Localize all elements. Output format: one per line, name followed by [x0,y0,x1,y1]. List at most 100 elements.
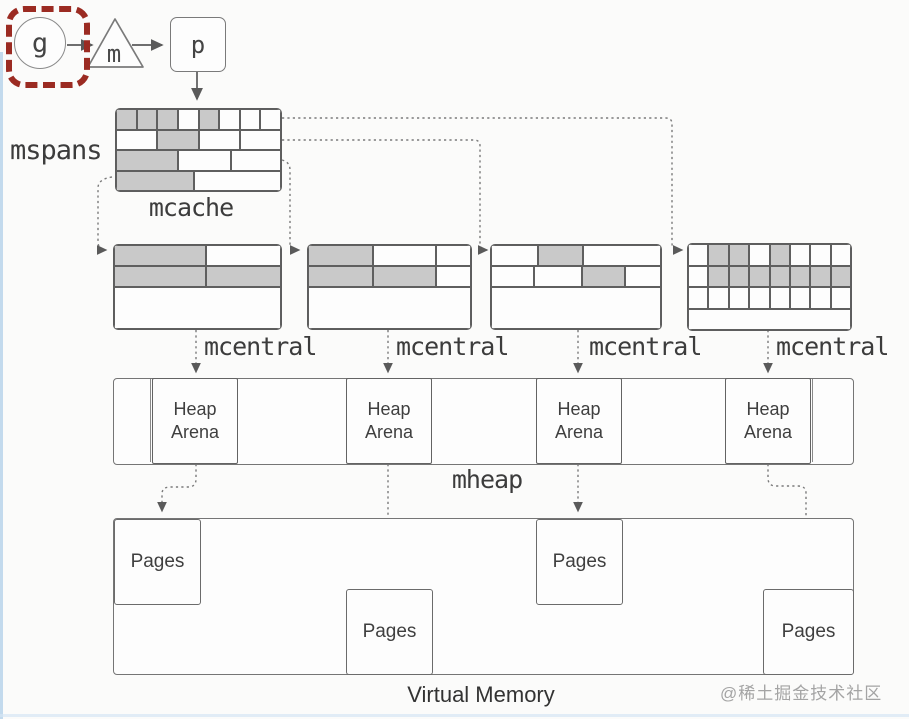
span-cell-used [114,245,206,266]
mcache-label: mcache [148,193,234,222]
span-cell-used [538,245,584,266]
heap-arena-1: Heap Arena [152,378,238,464]
span-cell-free [624,266,661,287]
mcentral-block-2 [307,244,472,330]
span-cell-used [116,109,137,130]
span-cell-free [810,287,831,309]
span-cell-free [830,244,851,266]
span-cell-free [205,245,281,266]
span-row [688,265,851,287]
span-row [116,129,281,150]
span-cell-free [728,287,750,309]
virtual-memory-box [113,518,854,675]
dashed-mcache-to-mcentral-3 [282,139,489,255]
pages-box-1: Pages [114,519,201,605]
span-cell-used [308,266,373,287]
processor-node: p [170,17,226,72]
span-cell-used [789,265,811,287]
span-row [116,109,281,130]
pages-box-2: Pages [346,589,433,675]
span-cell-used [157,109,178,130]
pages-label: Pages [362,621,417,642]
span-cell-used [198,109,220,130]
processor-label: p [190,30,206,59]
span-cell-free [789,244,811,266]
span-cell-used [582,266,625,287]
watermark: @稀土掘金技术社区 [720,684,883,703]
span-cell-free [769,287,790,309]
span-cell-free [239,109,261,130]
span-cell-used [116,150,178,171]
span-cell-used [728,244,750,266]
goroutine-label: g [31,27,49,59]
span-cell-free [194,170,281,191]
span-cell-used [114,266,206,287]
frame-edge-bottom [0,714,909,717]
heap-arena-label: Heap Arena [364,398,414,442]
span-cell-used [708,244,729,266]
span-cell-free [308,287,471,329]
span-cell-free [688,244,709,266]
span-cell-free [372,245,436,266]
span-cell-free [177,150,232,171]
span-cell-free [533,266,583,287]
span-cell-free [491,266,534,287]
span-cell-used [708,265,729,287]
span-cell-free [260,109,281,130]
span-cell-free [688,287,709,309]
span-cell-used [157,129,199,150]
span-cell-free [435,266,471,287]
frame-edge-left [0,52,3,719]
span-cell-free [435,245,471,266]
span-cell-used [136,109,158,130]
heap-arena-4: Heap Arena [725,378,811,464]
dashed-mcache-to-mcentral-4 [282,117,684,255]
pages-label: Pages [781,621,836,642]
mheap-label: mheap [451,465,523,494]
span-cell-free [114,287,281,329]
pages-box-3: Pages [536,519,623,605]
span-cell-used [830,265,851,287]
span-cell-free [749,287,770,309]
span-row [308,266,471,287]
span-row [116,170,281,191]
span-cell-free [231,150,281,171]
mcentral-label-4: mcentral [776,332,889,361]
mcentral-block-1 [113,244,282,330]
span-cell-free [116,129,158,150]
heap-arena-label: Heap Arena [743,398,793,442]
mcentral-block-4 [687,243,852,331]
span-row [114,287,281,329]
span-row [308,287,471,329]
mcentral-label-3: mcentral [589,332,702,361]
g-highlight-dashed-box [6,6,90,88]
span-cell-used [308,245,373,266]
span-row [116,150,281,171]
mheap-divider-right [812,379,813,462]
span-row [491,287,661,329]
span-row [491,245,661,266]
span-row [114,266,281,287]
span-cell-used [728,265,750,287]
heap-arena-label: Heap Arena [170,398,220,442]
pages-label: Pages [130,551,185,572]
mcentral-label-1: mcentral [204,332,317,361]
pages-box-4: Pages [763,589,854,675]
span-cell-free [810,244,831,266]
span-cell-used [372,266,436,287]
span-cell-used [769,265,790,287]
dashed-mcache-to-mcentral-2 [281,159,301,255]
mspans-label: mspans [10,135,103,166]
span-cell-free [688,308,851,330]
heap-arena-2: Heap Arena [346,378,432,464]
mheap-divider-left [150,379,151,462]
span-cell-free [219,109,240,130]
goroutine-node: g [14,17,66,69]
span-cell-used [116,170,195,191]
span-cell-free [708,287,729,309]
span-row [491,266,661,287]
span-row [114,245,281,266]
span-row [688,308,851,330]
span-cell-used [205,266,281,287]
span-cell-free [239,129,281,150]
